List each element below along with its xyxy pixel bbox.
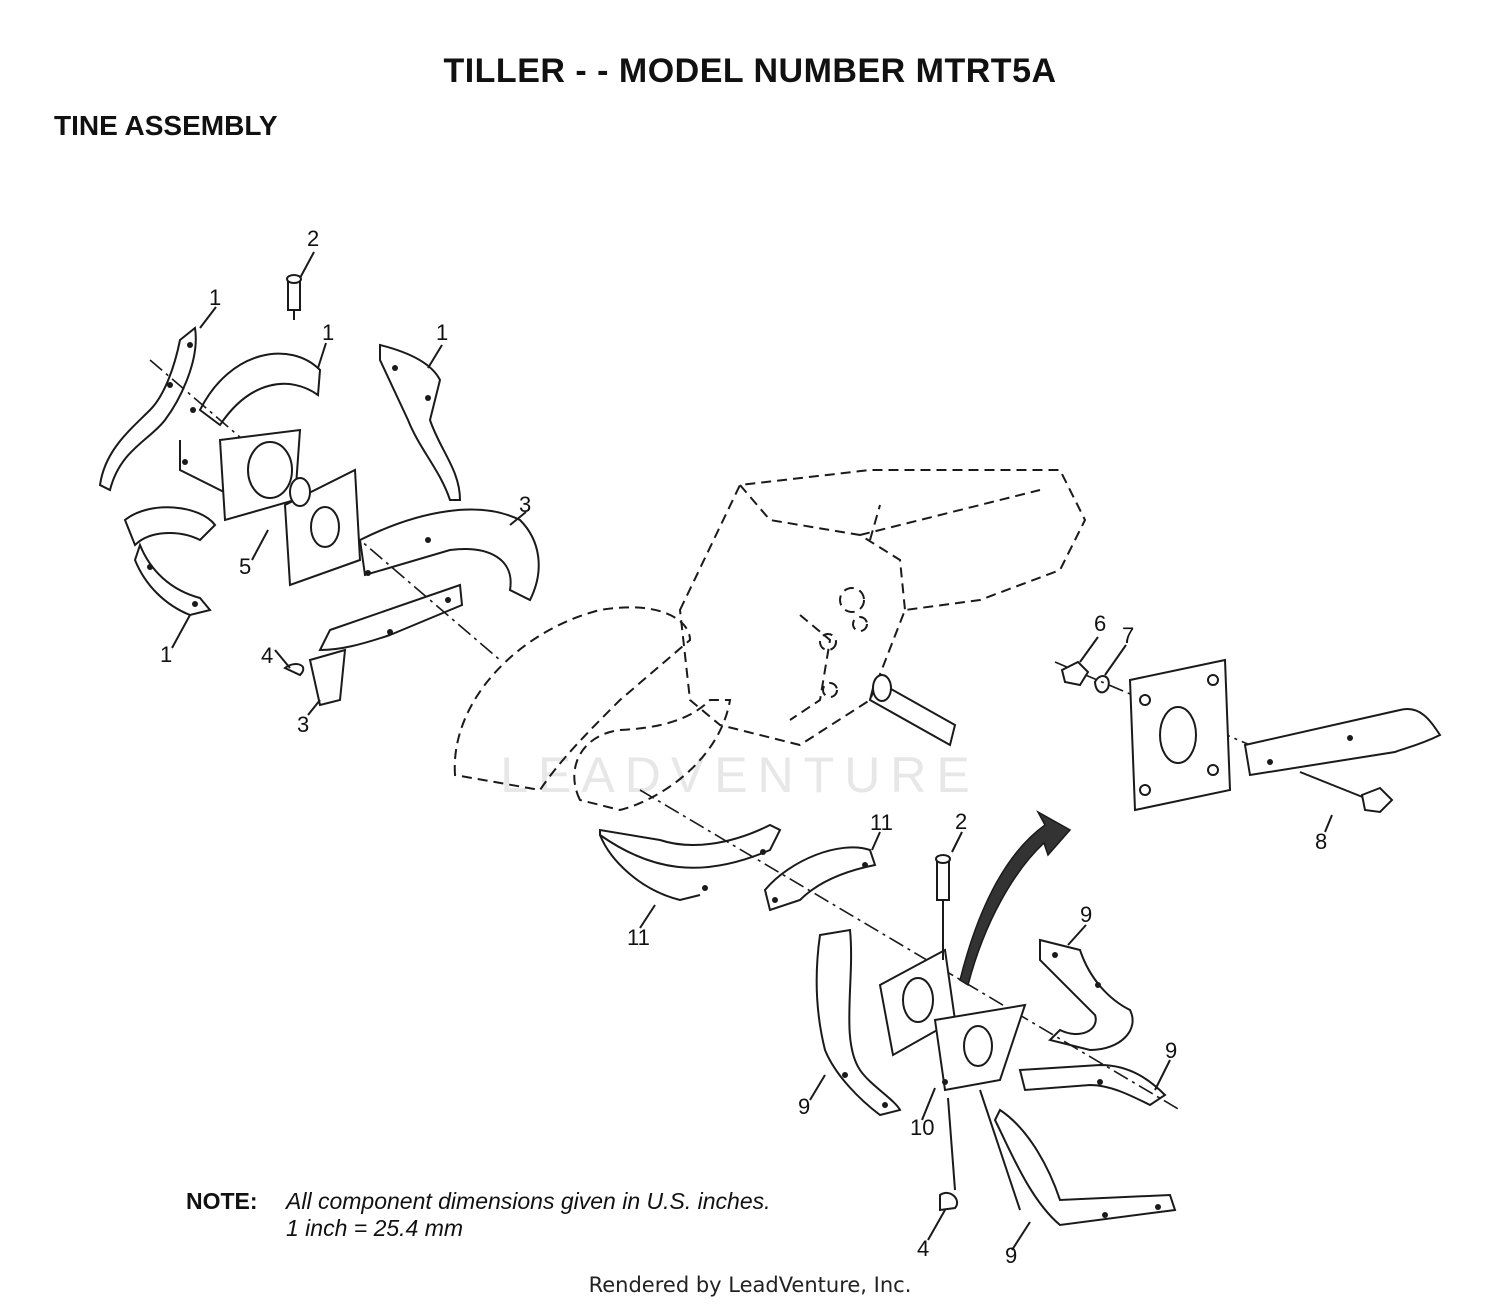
left-tine-set — [98, 274, 540, 707]
note-line-1: All component dimensions given in U.S. i… — [286, 1188, 771, 1214]
hex-nut — [1060, 660, 1090, 687]
note-label: NOTE: — [186, 1188, 258, 1214]
lock-washer — [1093, 675, 1110, 694]
dimension-note: NOTE: All component dimensions given in U… — [186, 1188, 906, 1242]
rotation-arrow — [959, 810, 1072, 987]
left-axle-centerline — [149, 359, 501, 661]
callout-8: 8 — [1315, 829, 1327, 854]
hex-bolt-head — [1360, 786, 1394, 814]
callout-3b: 3 — [297, 712, 309, 737]
callout-2a: 2 — [307, 226, 319, 251]
callout-4a: 4 — [261, 643, 273, 668]
section-heading: TINE ASSEMBLY — [54, 110, 278, 141]
callout-10: 10 — [910, 1115, 934, 1140]
right-hub-assembly — [1054, 658, 1442, 814]
callout-5: 5 — [239, 554, 251, 579]
callout-1c: 1 — [436, 320, 448, 345]
page-title: TILLER - - MODEL NUMBER MTRT5A — [443, 52, 1057, 90]
callout-6: 6 — [1094, 611, 1106, 636]
callout-2b: 2 — [955, 809, 967, 834]
lower-axle-centerline — [639, 789, 1181, 1111]
callout-9b: 9 — [1165, 1038, 1177, 1063]
callout-7: 7 — [1122, 623, 1134, 648]
leader-lines — [171, 251, 1333, 1251]
callout-11b: 11 — [627, 925, 650, 950]
callout-9d: 9 — [1005, 1243, 1017, 1268]
callout-labels: 1 1 1 1 2 3 3 4 5 6 7 8 11 11 2 9 9 9 10… — [160, 226, 1327, 1268]
callout-4b: 4 — [917, 1236, 929, 1261]
callout-11a: 11 — [870, 810, 893, 835]
callout-1b: 1 — [322, 320, 334, 345]
right-tine — [1243, 708, 1442, 777]
footer-credit: Rendered by LeadVenture, Inc. — [588, 1273, 912, 1297]
tiller-body — [453, 469, 1087, 812]
lower-tine-set — [599, 789, 1181, 1227]
callout-3a: 3 — [519, 492, 531, 517]
callout-1d: 1 — [160, 642, 172, 667]
note-line-2: 1 inch = 25.4 mm — [286, 1215, 464, 1241]
callout-9c: 9 — [798, 1094, 810, 1119]
callout-9a: 9 — [1080, 902, 1092, 927]
bolt-shank — [1299, 771, 1371, 801]
watermark: LEADVENTURE — [500, 747, 980, 803]
callout-1a: 1 — [209, 285, 221, 310]
